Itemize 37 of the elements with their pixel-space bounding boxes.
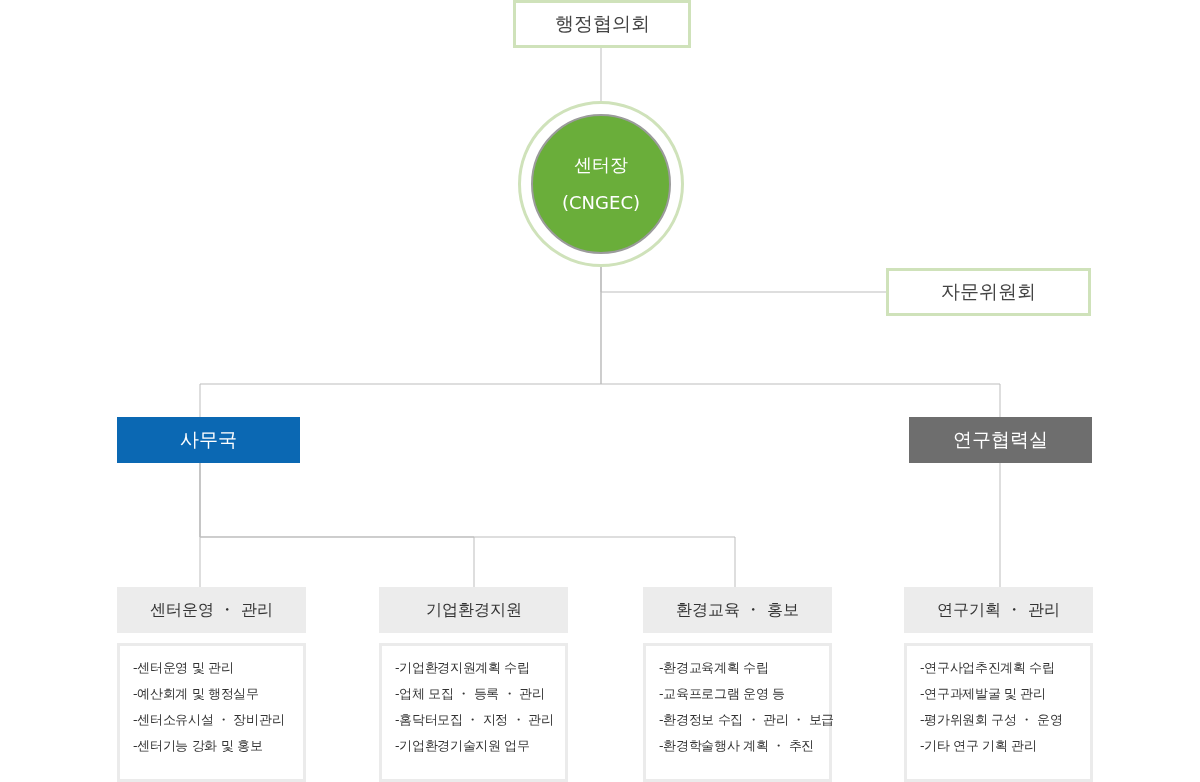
- duty-item: -평가위원회 구성 ・ 운영: [920, 712, 1063, 729]
- duty-item: -환경학술행사 계획 ・ 추진: [659, 738, 814, 755]
- duty-item: -교육프로그램 운영 등: [659, 686, 785, 703]
- duty-item: -연구과제발굴 및 관리: [920, 686, 1046, 703]
- node-title: 자문위원회: [941, 279, 1036, 304]
- duty-item: -센터소유시설 ・ 장비관리: [133, 712, 285, 729]
- team-heading-box: [379, 587, 568, 633]
- node-title: 센터장 (CNGEC): [561, 153, 641, 215]
- committee-box: [886, 268, 1091, 316]
- duty-item: -연구사업추진계획 수립: [920, 660, 1055, 677]
- duty-item: -홈닥터모집 ・ 지정 ・ 관리: [395, 712, 554, 729]
- duty-item: -기업환경지원계획 수립: [395, 660, 530, 677]
- team-heading-box: [643, 587, 832, 633]
- department-box: [909, 417, 1092, 463]
- connector-line: [600, 266, 1001, 418]
- node-title: 기업환경지원: [425, 599, 522, 621]
- duty-item: -환경정보 수집 ・ 관리 ・ 보급: [659, 712, 834, 729]
- duty-item: -기타 연구 기획 관리: [920, 738, 1037, 755]
- duty-item: -센터기능 강화 및 홍보: [133, 738, 263, 755]
- node-title: 연구협력실: [953, 427, 1048, 452]
- team-heading-box: [117, 587, 306, 633]
- connector-line: [999, 462, 1001, 588]
- connector-line: [600, 47, 602, 102]
- duty-item: -업체 모집 ・ 등록 ・ 관리: [395, 686, 545, 703]
- committee-box: [513, 0, 691, 48]
- duty-item: -환경교육계획 수립: [659, 660, 769, 677]
- node-title: 환경교육 ・ 홍보: [676, 599, 799, 621]
- connector-line: [199, 462, 736, 588]
- team-heading-box: [904, 587, 1093, 633]
- duty-item: -기업환경기술지원 업무: [395, 738, 530, 755]
- duty-item: -센터운영 및 관리: [133, 660, 234, 677]
- node-title: 행정협의회: [554, 11, 650, 36]
- node-title: 연구기획 ・ 관리: [937, 599, 1060, 621]
- node-title: 사무국: [180, 427, 237, 452]
- department-box: [117, 417, 300, 463]
- node-title: 센터운영 ・ 관리: [150, 599, 273, 621]
- duty-item: -예산회계 및 행정실무: [133, 686, 259, 703]
